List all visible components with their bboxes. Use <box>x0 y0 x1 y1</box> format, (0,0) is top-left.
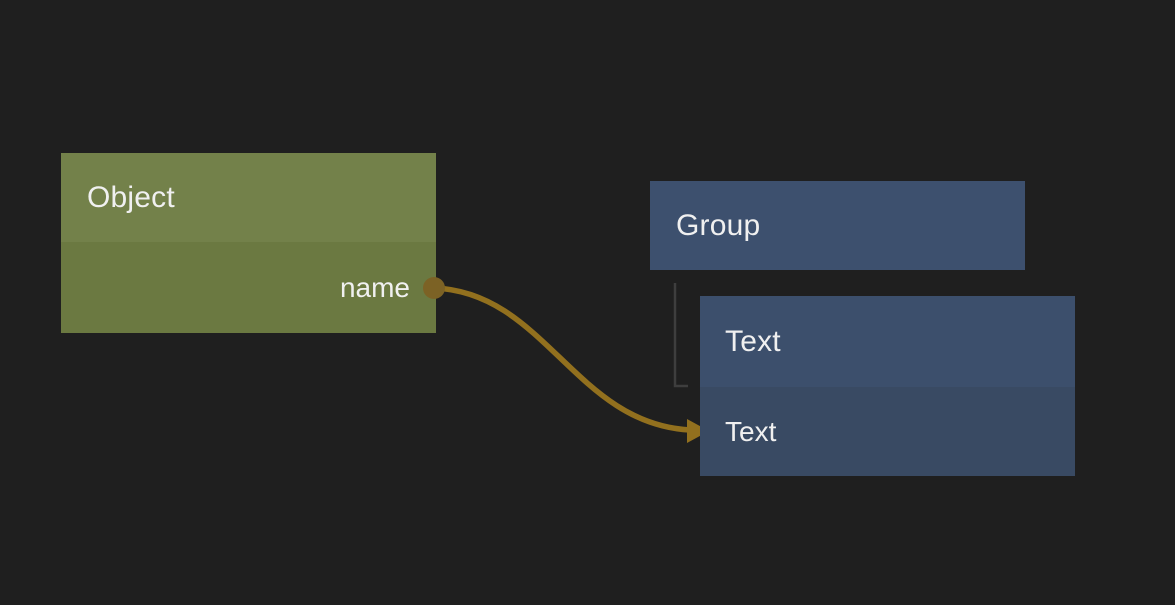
slot-row-name[interactable]: name <box>61 242 436 333</box>
output-port-dot[interactable] <box>423 277 445 299</box>
node-object-body: name <box>61 242 436 333</box>
slot-label-text: Text <box>725 415 777 447</box>
slot-label-name: name <box>339 271 410 303</box>
slot-row-text[interactable]: Text <box>700 387 1075 476</box>
hierarchy-connector-line <box>673 283 688 388</box>
node-text-header[interactable]: Text <box>700 296 1075 387</box>
node-text[interactable]: Text Text <box>700 296 1075 476</box>
node-object-header[interactable]: Object <box>61 153 436 242</box>
connection-wire[interactable] <box>431 285 693 433</box>
node-object[interactable]: Object name <box>61 153 436 333</box>
node-group-header[interactable]: Group <box>650 181 1025 270</box>
node-text-body: Text <box>700 387 1075 476</box>
node-object-title: Object <box>87 180 175 214</box>
node-text-title: Text <box>725 324 781 358</box>
node-group[interactable]: Group <box>650 181 1025 270</box>
node-group-title: Group <box>676 208 761 242</box>
